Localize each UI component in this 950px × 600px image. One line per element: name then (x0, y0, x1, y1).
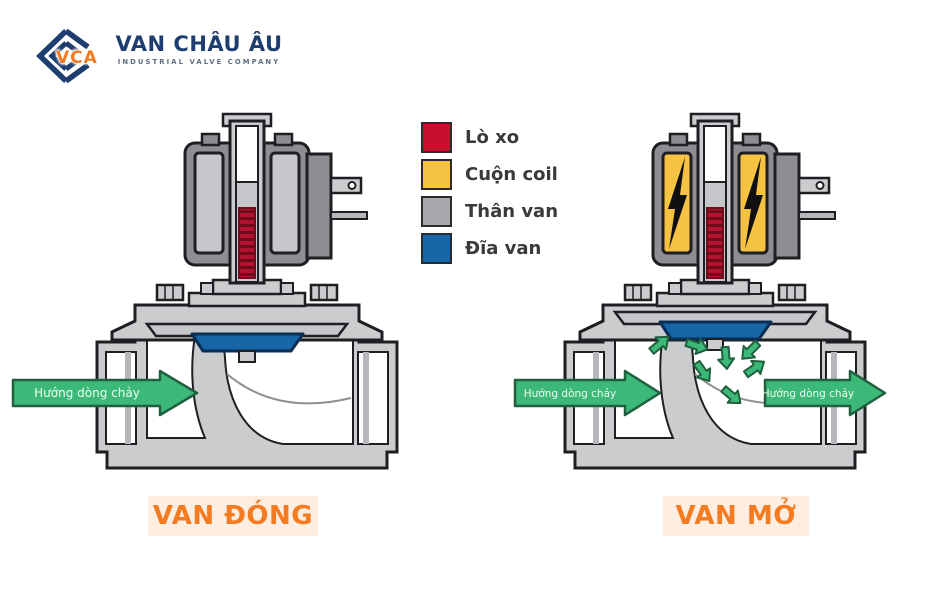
body-color-swatch (421, 196, 452, 227)
lightning-bolt-icon (744, 157, 763, 249)
outlet-port (357, 351, 389, 445)
din-connector (305, 152, 368, 260)
valve-disc (190, 332, 305, 353)
bonnet-bolt-right (309, 283, 339, 302)
color-legend: Lò xo Cuộn coil Thân van Đĩa van (421, 122, 559, 264)
flow-direction-label: Hướng dòng chảy (524, 388, 616, 400)
flow-direction-label: Hướng dòng chảy (34, 386, 140, 400)
caption-valve-closed: VAN ĐÓNG (148, 496, 318, 536)
diaphragm-and-disc-open (612, 310, 818, 351)
spring-color-swatch (421, 122, 452, 153)
logo-diamond-icon (36, 28, 90, 84)
legend-label: Cuộn coil (465, 164, 558, 185)
company-logo: VCA VAN CHÂU ÂU INDUSTRIAL VALVE COMPANY (36, 24, 296, 86)
inlet-flow-arrow: Hướng dòng chảy (513, 369, 662, 417)
coil-window-left (193, 151, 225, 255)
legend-label: Thân van (465, 201, 559, 222)
legend-item-body: Thân van (421, 196, 559, 227)
legend-item-coil: Cuộn coil (421, 159, 558, 190)
legend-label: Đĩa van (465, 238, 542, 259)
outlet-flow-arrow: Hướng dòng chảy (762, 369, 887, 417)
bonnet-bolt-left (623, 283, 653, 302)
legend-label: Lò xo (465, 127, 520, 148)
valve-closed-diagram: Hướng dòng chảy (11, 112, 399, 470)
bonnet-bolt-left (155, 283, 185, 302)
spring (706, 207, 724, 279)
diaphragm-and-disc-closed (144, 322, 350, 363)
caption-valve-open: VAN MỞ (663, 496, 809, 536)
company-name: VAN CHÂU ÂU (115, 32, 283, 56)
spring (238, 207, 256, 279)
din-connector (773, 152, 836, 260)
flow-direction-label: Hướng dòng chảy (762, 388, 854, 400)
coil-color-swatch (421, 159, 452, 190)
disc-color-swatch (421, 233, 452, 264)
logo-initials: VCA (56, 48, 98, 68)
legend-item-spring: Lò xo (421, 122, 558, 153)
lightning-bolt-icon (668, 157, 687, 249)
coil-window-right (269, 151, 301, 255)
valve-disc (658, 320, 773, 341)
solenoid-coil-assembly (183, 112, 368, 285)
legend-item-disc: Đĩa van (421, 233, 558, 264)
valve-open-diagram: Hướng dòng chảy Hướng dòng chảy (513, 112, 887, 470)
company-tagline: INDUSTRIAL VALVE COMPANY (117, 58, 281, 66)
solenoid-coil-assembly-energized (651, 112, 836, 285)
bonnet-bolt-right (777, 283, 807, 302)
inlet-flow-arrow: Hướng dòng chảy (11, 369, 199, 417)
